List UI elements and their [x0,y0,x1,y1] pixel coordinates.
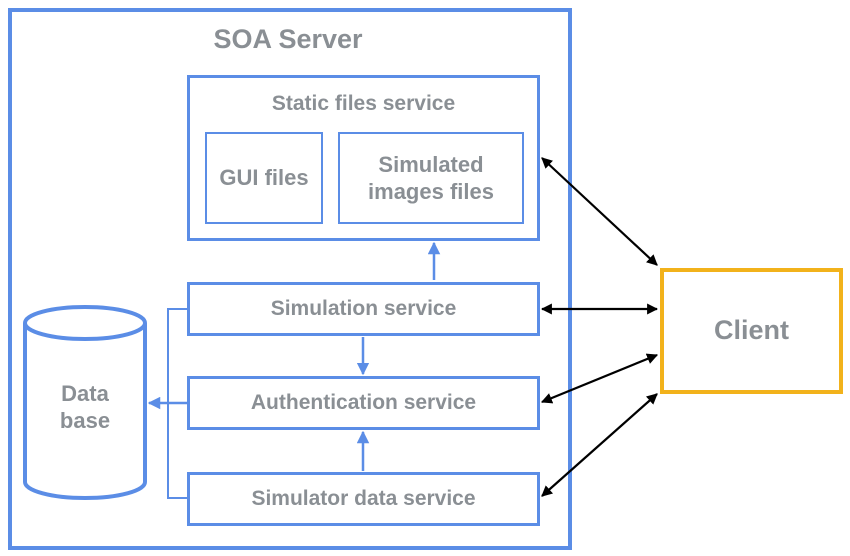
soa-server-title: SOA Server [213,24,363,54]
simulated-images-files-box: Simulated images files [338,132,524,224]
database-label-area: Data base [45,372,125,442]
simulation-service-label: Simulation service [270,296,457,320]
client-label: Client [713,315,789,346]
authentication-service-label: Authentication service [250,390,477,414]
simulator-data-service-box: Simulator data service [187,472,540,526]
authentication-service-box: Authentication service [187,376,540,430]
gui-files-label: GUI files [219,165,309,191]
client-box: Client [660,268,843,394]
static-client-arrow [541,157,658,266]
static-files-service-title: Static files service [271,92,456,115]
simulator-data-service-label: Simulator data service [251,486,476,510]
gui-files-box: GUI files [205,132,323,224]
simulator-data-client-arrow [541,393,658,497]
database-label: Data base [59,380,111,434]
static-files-service-box [187,75,540,241]
simulated-images-files-label: Simulated images files [368,151,494,205]
database-cylinder-icon [23,305,147,500]
simulation-service-box: Simulation service [187,282,540,336]
authentication-client-arrow [540,353,659,404]
soa-server-box [8,8,572,550]
